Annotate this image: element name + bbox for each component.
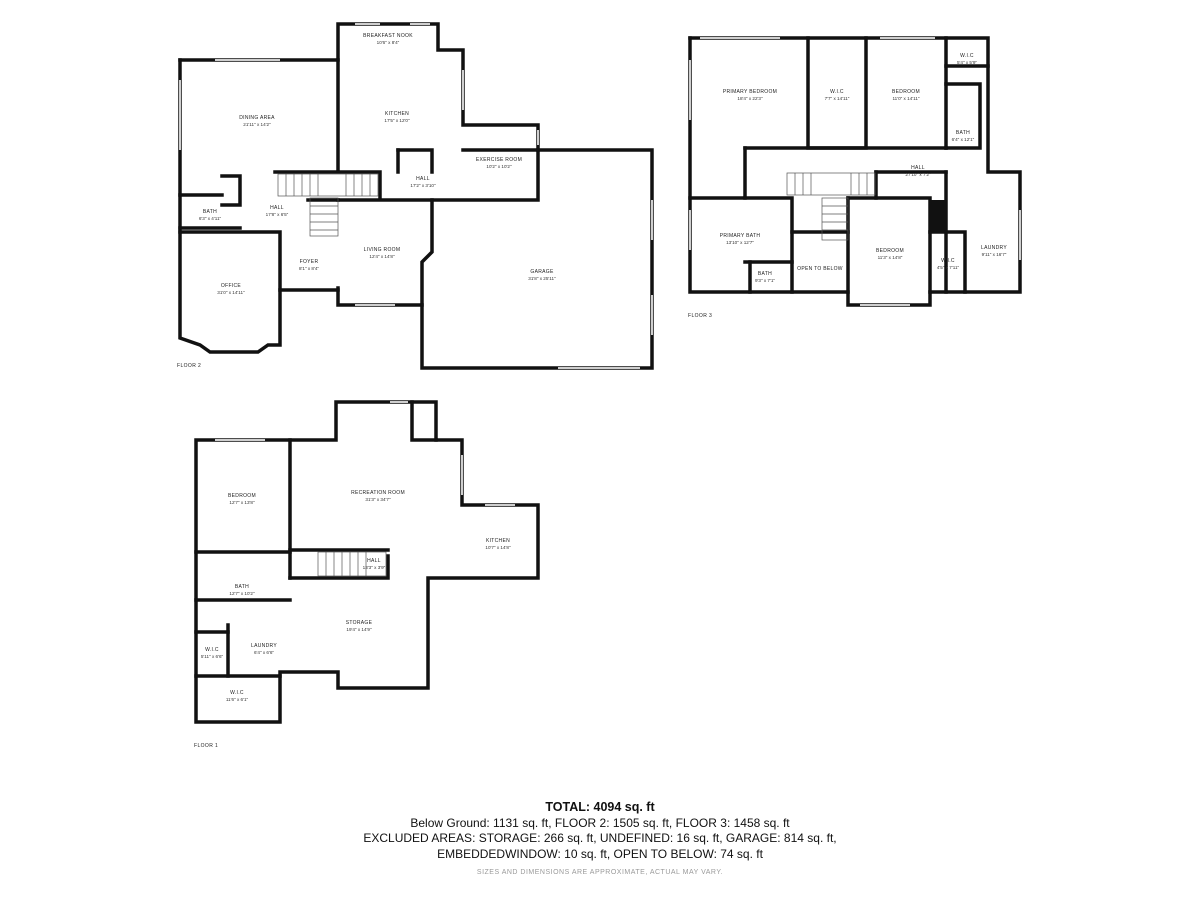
room-dims: 18'4" x 22'3" xyxy=(737,96,763,101)
room-dims: 27'10" x 7'2" xyxy=(905,172,931,177)
room-dims: 6'4" x 6'6" xyxy=(254,650,274,655)
room-dims: 9'11" x 16'7" xyxy=(982,252,1007,257)
floor-label: FLOOR 1 xyxy=(194,743,218,749)
room-dims: 17'5" x 12'0" xyxy=(384,118,410,123)
floor3-walls xyxy=(688,36,1022,307)
room-dims: 17'8" x 6'5" xyxy=(266,212,289,217)
floor-label: FLOOR 3 xyxy=(688,313,712,319)
room-name: OFFICE xyxy=(221,283,241,289)
room-dims: 10'6" x 8'4" xyxy=(377,40,400,45)
room-dims: 12'7" x 13'8" xyxy=(229,500,255,505)
room-dims: 21'11" x 14'2" xyxy=(243,122,271,127)
room-dims: 13'10" x 12'7" xyxy=(726,240,754,245)
room-name: W.I.C xyxy=(205,647,219,653)
room-name: BATH xyxy=(758,271,772,277)
floor2-labels: DINING AREA 21'11" x 14'2" BREAKFAST NOO… xyxy=(177,33,556,369)
disclaimer: SIZES AND DIMENSIONS ARE APPROXIMATE, AC… xyxy=(476,869,724,876)
room-name: BEDROOM xyxy=(892,89,920,95)
room-dims: 31'3" x 34'7" xyxy=(365,497,391,502)
room-dims: 6'3" x 4'11" xyxy=(199,216,222,221)
room-dims: 8'1" x 8'4" xyxy=(299,266,319,271)
room-name: BREAKFAST NOOK xyxy=(363,33,413,39)
room-name: OPEN TO BELOW xyxy=(797,266,843,272)
room-name: KITCHEN xyxy=(486,538,510,544)
room-dims: 13'3" x 3'9" xyxy=(363,565,386,570)
room-name: BATH xyxy=(956,130,970,136)
room-dims: 17'2" x 3'10" xyxy=(410,183,436,188)
room-dims: 4'5" x 7'11" xyxy=(937,265,960,270)
room-name: W.I.C xyxy=(960,53,974,59)
room-dims: 10'2" x 10'2" xyxy=(486,164,512,169)
total-area: TOTAL: 4094 sq. ft xyxy=(545,800,655,814)
floor1-walls xyxy=(194,400,540,724)
room-dims: 31'0" x 14'11" xyxy=(217,290,245,295)
excluded-areas-cont: EMBEDDEDWINDOW: 10 sq. ft, OPEN TO BELOW… xyxy=(437,846,763,861)
room-name: W.I.C xyxy=(830,89,844,95)
room-name: W.I.C xyxy=(230,690,244,696)
room-dims: 19'4" x 14'9" xyxy=(346,627,372,632)
room-name: BEDROOM xyxy=(876,248,904,254)
room-name: LAUNDRY xyxy=(251,643,277,649)
room-name: FOYER xyxy=(300,259,319,265)
floor2-walls xyxy=(178,22,654,370)
room-name: STORAGE xyxy=(346,620,373,626)
room-name: PRIMARY BATH xyxy=(720,233,761,239)
room-name: HALL xyxy=(270,205,284,211)
room-name: HALL xyxy=(911,165,925,171)
area-breakdown: Below Ground: 1131 sq. ft, FLOOR 2: 1505… xyxy=(410,815,790,830)
room-dims: 6'4" x 12'1" xyxy=(952,137,975,142)
room-name: BATH xyxy=(203,209,217,215)
floor1-labels: BEDROOM 12'7" x 13'8" RECREATION ROOM 31… xyxy=(194,490,511,749)
stairs xyxy=(277,172,876,577)
room-name: EXERCISE ROOM xyxy=(476,157,522,163)
room-name: BEDROOM xyxy=(228,493,256,499)
excluded-areas: EXCLUDED AREAS: STORAGE: 266 sq. ft, UND… xyxy=(363,831,837,845)
room-name: HALL xyxy=(367,558,381,564)
room-name: RECREATION ROOM xyxy=(351,490,405,496)
room-name: LIVING ROOM xyxy=(364,247,401,253)
chimney-block xyxy=(931,200,945,232)
area-summary: TOTAL: 4094 sq. ft Below Ground: 1131 sq… xyxy=(0,800,1200,862)
room-dims: 11'0" x 14'11" xyxy=(892,96,919,101)
room-dims: 12'4" x 14'8" xyxy=(369,254,395,259)
room-name: W.I.C xyxy=(941,258,955,264)
room-dims: 31'8" x 25'11" xyxy=(528,276,556,281)
room-name: LAUNDRY xyxy=(981,245,1007,251)
room-dims: 7'7" x 14'11" xyxy=(825,96,850,101)
room-name: GARAGE xyxy=(530,269,554,275)
floor3-labels: PRIMARY BEDROOM 18'4" x 22'3" W.I.C 7'7"… xyxy=(688,53,1007,319)
room-name: PRIMARY BEDROOM xyxy=(723,89,777,95)
room-dims: 5'4" x 5'9" xyxy=(957,60,977,65)
room-dims: 9'3" x 7'1" xyxy=(755,278,775,283)
room-dims: 10'7" x 14'8" xyxy=(485,545,511,550)
room-name: BATH xyxy=(235,584,249,590)
room-name: HALL xyxy=(416,176,430,182)
floor-label: FLOOR 2 xyxy=(177,363,201,369)
room-name: DINING AREA xyxy=(239,115,275,121)
windows xyxy=(179,23,1021,506)
room-dims: 5'11" x 6'6" xyxy=(201,654,224,659)
room-dims: 11'3" x 14'8" xyxy=(878,255,903,260)
room-dims: 12'7" x 10'2" xyxy=(229,591,255,596)
room-dims: 11'6" x 6'1" xyxy=(226,697,249,702)
room-name: KITCHEN xyxy=(385,111,409,117)
